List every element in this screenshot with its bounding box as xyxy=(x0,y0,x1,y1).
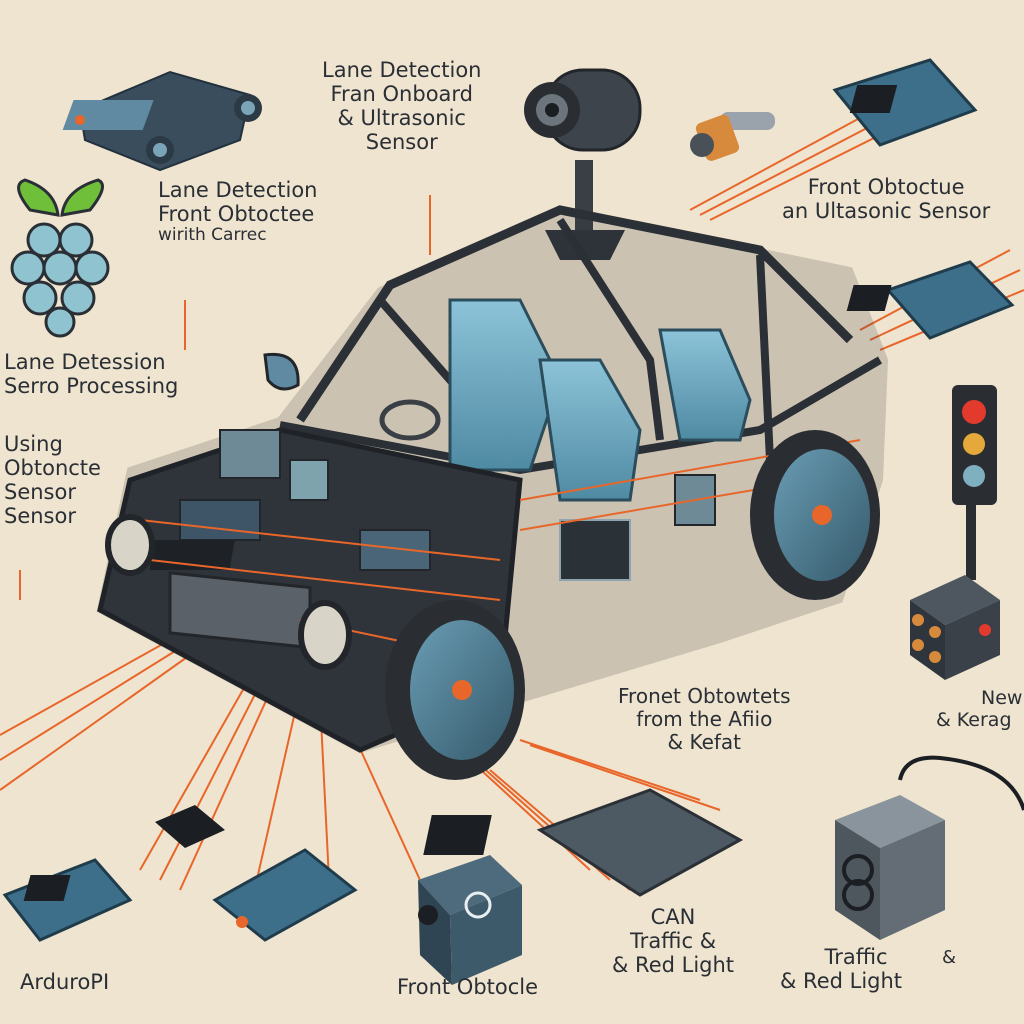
label-line: Sensor xyxy=(365,130,438,155)
circuit-board-bottom-left xyxy=(2,858,133,942)
label-left-mid: Lane Detession Serro Processing xyxy=(4,350,178,398)
label-line: New xyxy=(981,687,1023,709)
circuit-board-bottom-mid xyxy=(23,848,358,942)
rear-wheel xyxy=(750,430,880,600)
label-line: from the Afiio xyxy=(636,707,773,731)
engine-electronics xyxy=(139,429,871,661)
label-line: & Ultrasonic xyxy=(337,106,466,131)
raspberry-pi-icon xyxy=(10,178,110,338)
label-line: Lane Detession xyxy=(4,350,166,374)
can-module-board xyxy=(423,788,744,897)
traffic-light-icon xyxy=(910,385,1000,680)
label-right-far: New & Kerag xyxy=(925,687,1023,732)
label-right-upper: Front Obtoctue an Ultasonic Sensor xyxy=(782,175,990,223)
label-right-mid: Fronet Obtowtets from the Afiio & Kefat xyxy=(618,685,791,754)
circuit-board-top-right xyxy=(832,58,978,147)
label-line: Obtoncte xyxy=(4,456,101,481)
label-left-upper: Lane Detection Front Obtoctee wirith Car… xyxy=(158,178,318,246)
label-line: wirith Carrec xyxy=(158,225,267,246)
mini-car-icon xyxy=(62,70,262,172)
label-line: Sensor xyxy=(4,480,76,505)
chip-small xyxy=(155,805,225,848)
label-line: an Ultasonic Sensor xyxy=(782,199,991,224)
label-bottom-3: CAN Traffic & & Red Light xyxy=(612,905,734,977)
label-line: & Red Light xyxy=(612,953,735,978)
label-line: Front Obtoctee xyxy=(158,202,315,227)
label-line: Fronet Obtowtets xyxy=(618,684,791,708)
label-line: & Kefat xyxy=(667,730,742,754)
label-line: Fran Onboard xyxy=(330,82,474,107)
camera-icon xyxy=(524,68,775,260)
label-line: Traffic xyxy=(824,945,888,969)
label-line: Front Obtoctue xyxy=(807,175,965,199)
ultrasonic-sensor-box xyxy=(418,855,522,985)
power-adapter-icon xyxy=(835,755,1024,940)
label-bottom-4: Traffic & Red Light xyxy=(780,945,902,993)
label-top-center: Lane Detection Fran Onboard & Ultrasonic… xyxy=(322,58,482,155)
label-line: & Red Light xyxy=(780,969,903,994)
car-body xyxy=(96,205,889,754)
label-line: Lane Detection xyxy=(158,178,318,202)
label-line: Lane Detection xyxy=(322,58,482,82)
front-wheel xyxy=(385,600,525,780)
label-line: CAN xyxy=(650,905,696,929)
label-bottom-1: ArduroPI xyxy=(20,970,110,994)
label-line: Sensor xyxy=(4,504,76,529)
label-line: & Kerag xyxy=(935,708,1012,731)
label-line: Serro Processing xyxy=(4,374,179,399)
label-bottom-2: Front Obtocle xyxy=(397,975,539,999)
circuit-board-right xyxy=(846,260,1015,340)
label-bottom-5: & xyxy=(942,947,957,968)
label-line: Using xyxy=(4,432,63,456)
label-left-lower: Using Obtoncte Sensor Sensor xyxy=(4,432,101,529)
label-line: Traffic & xyxy=(629,929,717,954)
